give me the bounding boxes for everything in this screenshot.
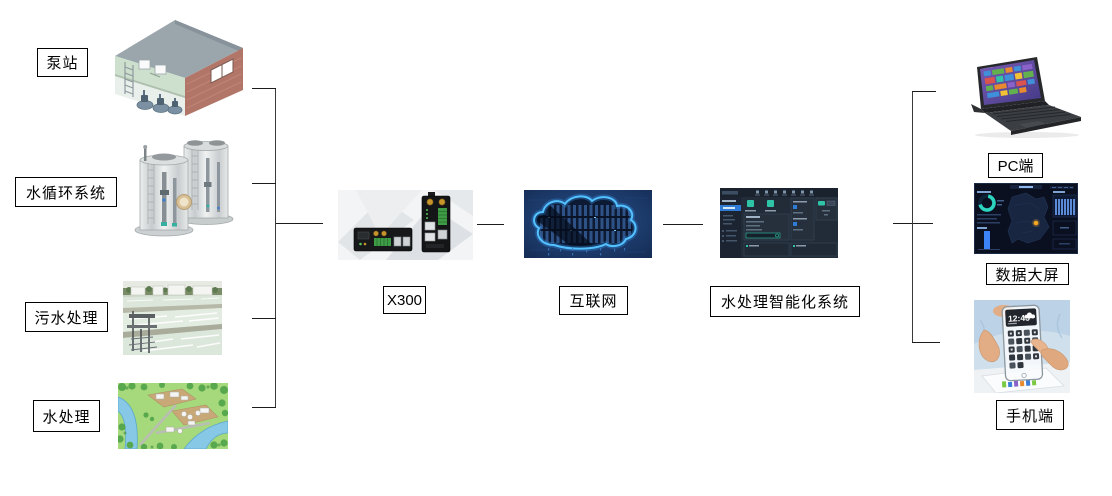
- connector-line: [663, 224, 703, 225]
- label-platform: 水处理智能化系统: [710, 286, 860, 317]
- connector-line: [912, 91, 936, 92]
- label-mobile-client: 手机端: [996, 400, 1064, 430]
- connector-line: [276, 223, 323, 224]
- internet-cloud-image: [524, 190, 652, 258]
- pc-laptop-image: [963, 55, 1087, 139]
- label-water-circulation: 水循环系统: [15, 177, 117, 207]
- connector-line: [252, 183, 276, 184]
- connector-line: [477, 224, 504, 225]
- label-gateway: X300: [383, 286, 426, 314]
- connector-line: [252, 318, 276, 319]
- label-data-screen: 数据大屏: [986, 263, 1069, 285]
- pump-station-image: [113, 10, 249, 116]
- connector-line: [893, 223, 933, 224]
- connector-line: [252, 88, 276, 89]
- platform-screenshot-image: [720, 188, 838, 258]
- label-water-treatment: 水处理: [33, 400, 100, 432]
- water-treatment-image: [118, 383, 228, 449]
- sewage-treatment-image: [123, 281, 222, 355]
- left-bracket-line: [275, 88, 276, 408]
- water-circulation-image: [132, 138, 238, 243]
- label-internet: 互联网: [559, 286, 628, 315]
- phone-clock-text: 12:45: [1008, 313, 1031, 324]
- label-pump-station: 泵站: [37, 48, 88, 77]
- gateway-device-image: [338, 190, 473, 260]
- label-pc-client: PC端: [988, 153, 1043, 178]
- right-bracket-line: [912, 91, 913, 343]
- connector-line: [252, 407, 276, 408]
- weather-cloud-icon: [1024, 312, 1035, 319]
- label-sewage-treatment: 污水处理: [25, 302, 108, 332]
- connector-line: [912, 342, 940, 343]
- data-screen-image: [974, 183, 1078, 254]
- mobile-phone-image: 12:45: [974, 300, 1070, 393]
